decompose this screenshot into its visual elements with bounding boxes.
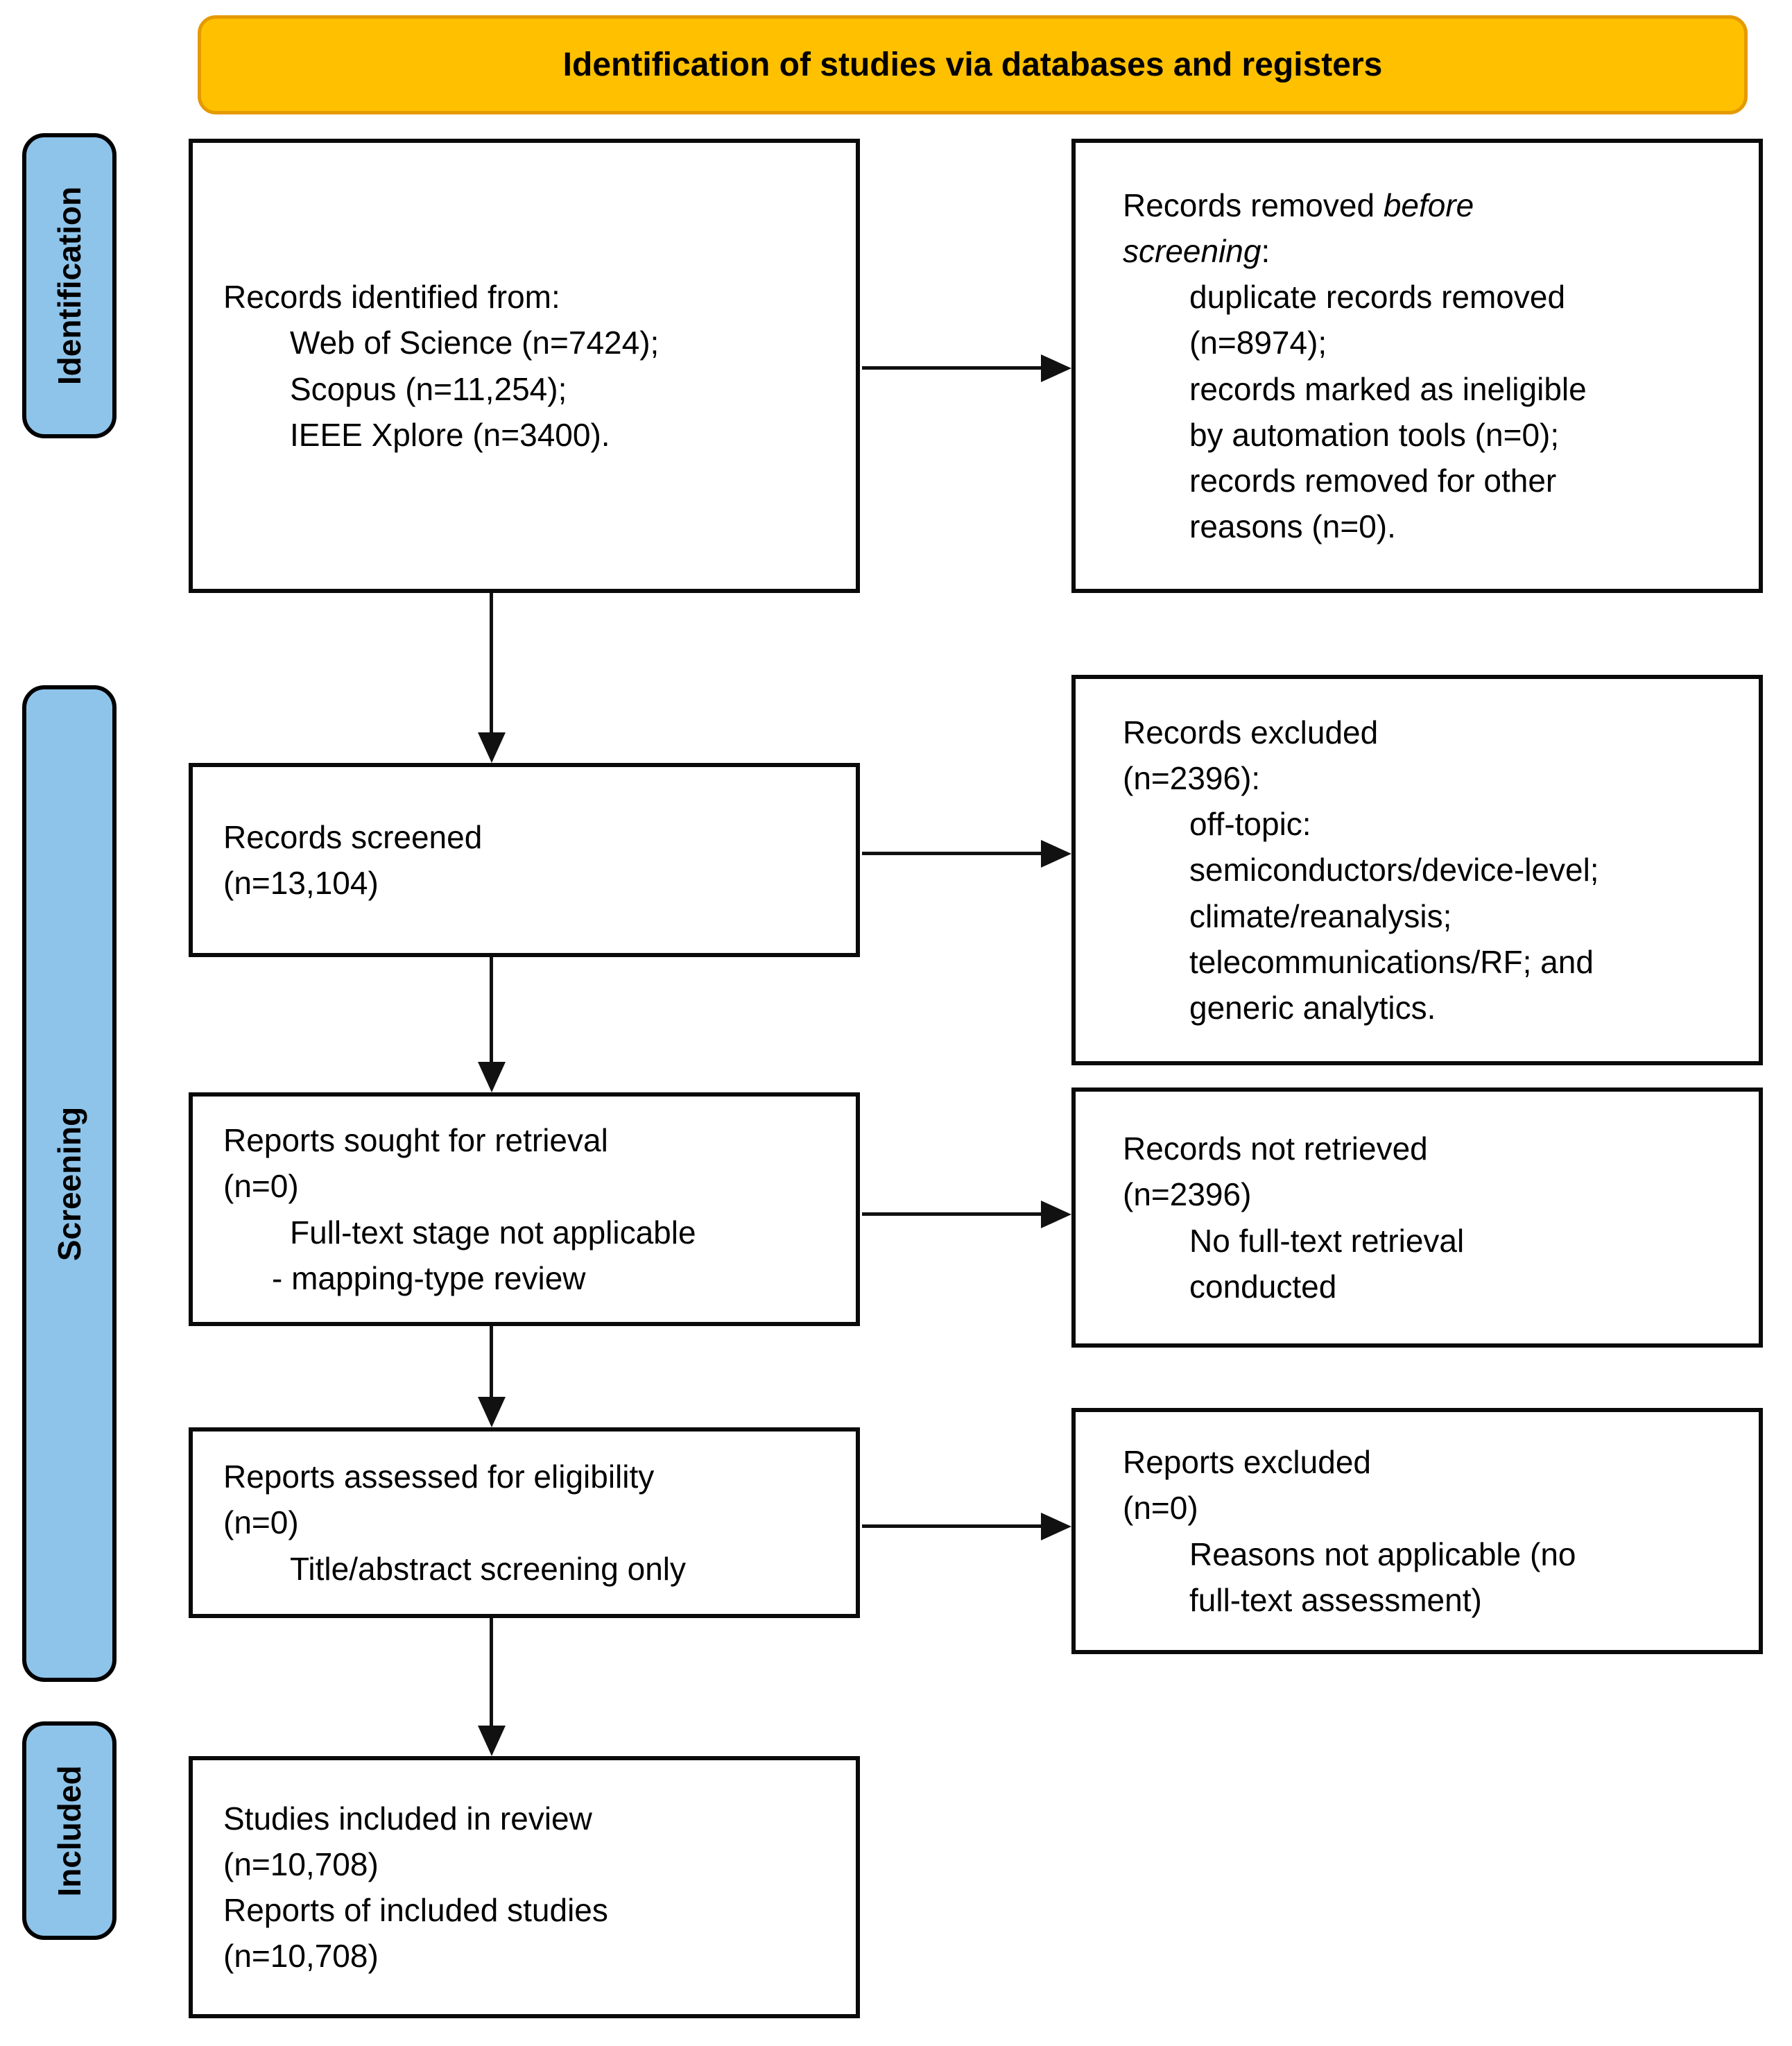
banner: Identification of studies via databases … [198, 15, 1748, 114]
stage-pill-label: Identification [51, 186, 87, 386]
text-line: Reports sought for retrieval [223, 1122, 608, 1159]
text-line: records removed for other [1189, 462, 1557, 499]
stage-pill-label: Screening [51, 1106, 87, 1261]
flow-arrow-down-3-head [478, 1397, 506, 1427]
text-line: semiconductors/device-level; [1189, 852, 1599, 888]
text-line: Records excluded [1123, 714, 1379, 750]
banner-title: Identification of studies via databases … [562, 46, 1383, 83]
text-line: (n=10,708) [223, 1938, 379, 1975]
text-line: No full-text retrieval [1189, 1222, 1465, 1259]
flow-arrow-right-2 [862, 852, 1044, 855]
text-line: Reasons not applicable (no [1189, 1536, 1576, 1572]
flow-box-records-not-retrieved: Records not retrieved (n=2396) No full-t… [1071, 1088, 1763, 1348]
text-line: (n=13,104) [223, 865, 379, 901]
text-line: records marked as ineligible [1189, 370, 1587, 407]
text-line: Records identified from: [223, 279, 560, 316]
text-line: conducted [1189, 1268, 1337, 1305]
text-line: - mapping-type review [272, 1260, 586, 1296]
flow-arrow-down-4-head [478, 1726, 506, 1756]
flow-arrow-right-1 [862, 366, 1044, 370]
text-line: climate/reanalysis; [1189, 897, 1452, 934]
flow-box-reports-sought: Reports sought for retrieval (n=0) Full-… [189, 1092, 860, 1326]
flow-arrow-right-4 [862, 1524, 1044, 1528]
text-line: (n=8974); [1189, 325, 1327, 361]
text-line: Full-text stage not applicable [290, 1214, 696, 1250]
text-line: (n=10,708) [223, 1846, 379, 1882]
text-line: telecommunications/RF; and [1189, 943, 1594, 980]
text-line: Records not retrieved [1123, 1131, 1428, 1167]
text-line: Reports of included studies [223, 1892, 608, 1928]
flow-arrow-down-1-head [478, 732, 506, 763]
flow-box-records-excluded: Records excluded (n=2396): off-topic: se… [1071, 675, 1763, 1065]
text-line: off-topic: [1189, 806, 1311, 843]
flow-arrow-right-3-head [1041, 1201, 1071, 1228]
flow-arrow-down-2 [490, 957, 493, 1065]
text-line: (n=0) [223, 1168, 299, 1205]
flow-box-records-screened: Records screened (n=13,104) [189, 763, 860, 957]
text-line: (n=2396) [1123, 1176, 1252, 1213]
text-line: Title/abstract screening only [290, 1550, 687, 1587]
text-line: IEEE Xplore (n=3400). [290, 416, 610, 453]
text-line: full-text assessment) [1189, 1581, 1482, 1618]
stage-pill-identification: Identification [22, 133, 117, 438]
flow-arrow-down-3 [490, 1326, 493, 1400]
flow-box-studies-included: Studies included in review (n=10,708) Re… [189, 1756, 860, 2018]
stage-pill-screening: Screening [22, 685, 117, 1682]
text-line: Studies included in review [223, 1800, 592, 1837]
text-line: by automation tools (n=0); [1189, 416, 1560, 453]
flow-arrow-down-2-head [478, 1062, 506, 1092]
text-line: Records removed before [1123, 187, 1474, 223]
text-line: reasons (n=0). [1189, 508, 1396, 545]
flow-box-reports-assessed: Reports assessed for eligibility (n=0) T… [189, 1427, 860, 1618]
text-line: Reports assessed for eligibility [223, 1459, 655, 1495]
text-line: (n=0) [223, 1504, 299, 1541]
text-line: Records screened [223, 818, 483, 855]
text-line: (n=2396): [1123, 759, 1261, 796]
text-line: duplicate records removed [1189, 279, 1566, 316]
flow-box-records-removed: Records removed before screening: duplic… [1071, 139, 1763, 593]
flow-box-records-identified: Records identified from: Web of Science … [189, 139, 860, 593]
flow-arrow-right-2-head [1041, 840, 1071, 868]
text-line: Reports excluded [1123, 1444, 1371, 1481]
flow-box-reports-excluded: Reports excluded (n=0) Reasons not appli… [1071, 1408, 1763, 1654]
flow-arrow-right-3 [862, 1212, 1044, 1216]
text-line: Scopus (n=11,254); [290, 370, 567, 407]
stage-pill-label: Included [51, 1764, 87, 1897]
flow-arrow-down-1 [490, 593, 493, 735]
flow-arrow-right-1-head [1041, 354, 1071, 382]
flow-arrow-right-4-head [1041, 1513, 1071, 1540]
stage-pill-included: Included [22, 1721, 117, 1940]
text-line: Web of Science (n=7424); [290, 325, 660, 361]
text-line: screening: [1123, 232, 1270, 269]
text-line: generic analytics. [1189, 990, 1436, 1026]
flow-arrow-down-4 [490, 1618, 493, 1728]
text-line: (n=0) [1123, 1490, 1198, 1527]
